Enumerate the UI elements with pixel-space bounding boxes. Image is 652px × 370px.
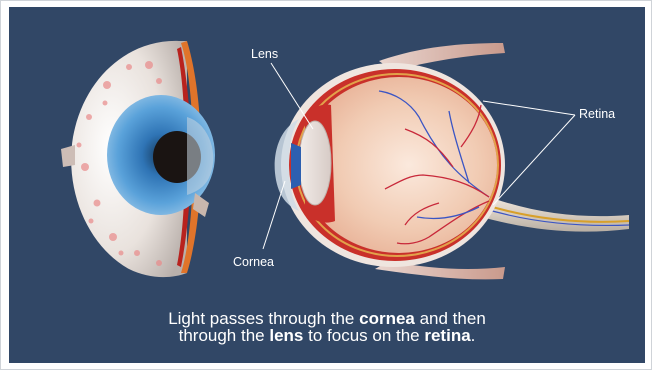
- label-retina: Retina: [579, 107, 615, 121]
- lens: [299, 121, 331, 205]
- cutaway-eyeball: [61, 41, 215, 277]
- leader-cornea: [263, 181, 285, 249]
- leader-lens: [271, 63, 313, 129]
- caption-keyword-retina: retina: [424, 326, 470, 345]
- caption-keyword-lens: lens: [269, 326, 303, 345]
- sagittal-eyeball: [275, 43, 629, 279]
- caption-line-1: Light passes through the cornea and then: [9, 310, 645, 327]
- muscle-stub-left: [61, 145, 75, 167]
- leader-retina-lower: [493, 115, 575, 205]
- label-lens: Lens: [251, 47, 278, 61]
- label-cornea: Cornea: [233, 255, 274, 269]
- diagram-panel: Lens Retina Cornea Light passes through …: [9, 7, 645, 363]
- iris-section: [291, 143, 301, 189]
- caption: Light passes through the cornea and then…: [9, 310, 645, 344]
- caption-text: through the: [179, 326, 270, 345]
- leader-retina-upper: [483, 101, 575, 115]
- caption-text: .: [471, 326, 476, 345]
- caption-text: to focus on the: [303, 326, 424, 345]
- caption-line-2: through the lens to focus on the retina.: [9, 327, 645, 344]
